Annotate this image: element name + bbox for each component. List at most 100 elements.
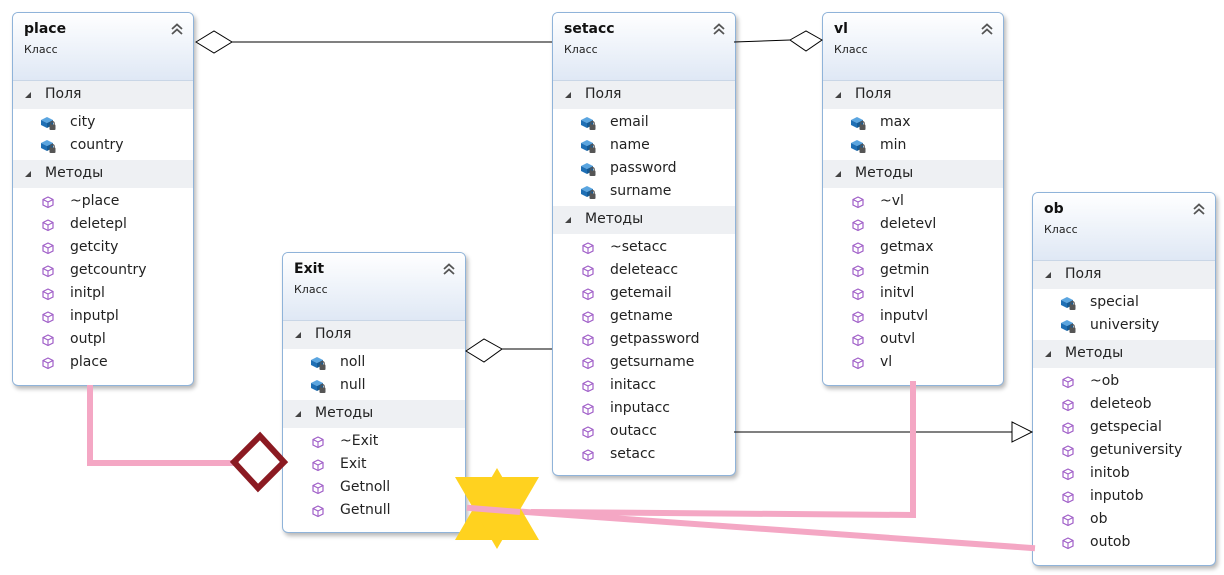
fields-section-header[interactable]: Поля: [13, 81, 193, 109]
class-kind-label: Класс: [294, 283, 328, 296]
method-item[interactable]: getemail: [553, 282, 735, 305]
method-item[interactable]: inputpl: [13, 305, 193, 328]
field-item[interactable]: special: [1033, 291, 1215, 314]
collapse-chevron-icon[interactable]: [712, 21, 726, 35]
method-item[interactable]: deletevl: [823, 213, 1003, 236]
method-item[interactable]: deleteacc: [553, 259, 735, 282]
aggregation-setacc-vl[interactable]: [733, 30, 823, 52]
aggregation-setacc-exit[interactable]: [465, 338, 552, 363]
field-lock-icon: [1060, 295, 1076, 311]
field-item[interactable]: city: [13, 111, 193, 134]
method-item[interactable]: getcountry: [13, 259, 193, 282]
method-cube-icon: [310, 503, 326, 519]
method-item[interactable]: ~place: [13, 190, 193, 213]
field-item[interactable]: country: [13, 134, 193, 157]
association-setacc-ob[interactable]: [734, 421, 1034, 443]
method-item[interactable]: setacc: [553, 443, 735, 466]
method-item[interactable]: ob: [1033, 508, 1215, 531]
methods-section-header[interactable]: Методы: [283, 400, 465, 428]
field-item[interactable]: password: [553, 157, 735, 180]
method-item[interactable]: ~Exit: [283, 430, 465, 453]
expand-triangle-icon[interactable]: [1045, 272, 1051, 278]
method-item[interactable]: initvl: [823, 282, 1003, 305]
method-item[interactable]: initob: [1033, 462, 1215, 485]
method-cube-icon: [1060, 420, 1076, 436]
field-item[interactable]: university: [1033, 314, 1215, 337]
method-item[interactable]: getpassword: [553, 328, 735, 351]
field-name: password: [610, 160, 677, 176]
collapse-chevron-icon[interactable]: [442, 261, 456, 275]
method-item[interactable]: ~setacc: [553, 236, 735, 259]
methods-section-header[interactable]: Методы: [13, 160, 193, 188]
method-name: getmin: [880, 262, 930, 278]
method-item[interactable]: deletepl: [13, 213, 193, 236]
collapse-chevron-icon[interactable]: [1192, 201, 1206, 215]
method-item[interactable]: Exit: [283, 453, 465, 476]
method-name: initvl: [880, 285, 915, 301]
method-item[interactable]: inputvl: [823, 305, 1003, 328]
method-item[interactable]: outob: [1033, 531, 1215, 554]
collapse-chevron-icon[interactable]: [170, 21, 184, 35]
expand-triangle-icon[interactable]: [1045, 351, 1051, 357]
expand-triangle-icon[interactable]: [835, 171, 841, 177]
method-item[interactable]: outacc: [553, 420, 735, 443]
method-cube-icon: [310, 480, 326, 496]
method-item[interactable]: ~vl: [823, 190, 1003, 213]
field-item[interactable]: name: [553, 134, 735, 157]
methods-section-header[interactable]: Методы: [823, 160, 1003, 188]
fields-section-header[interactable]: Поля: [283, 321, 465, 349]
expand-triangle-icon[interactable]: [295, 411, 301, 417]
method-item[interactable]: Getnoll: [283, 476, 465, 499]
methods-section-header[interactable]: Методы: [1033, 340, 1215, 368]
method-item[interactable]: deleteob: [1033, 393, 1215, 416]
methods-section-header[interactable]: Методы: [553, 206, 735, 234]
method-item[interactable]: place: [13, 351, 193, 374]
pink-annotation-lines: [87, 381, 1036, 552]
expand-triangle-icon[interactable]: [565, 92, 571, 98]
field-item[interactable]: max: [823, 111, 1003, 134]
method-item[interactable]: getspecial: [1033, 416, 1215, 439]
method-item[interactable]: inputacc: [553, 397, 735, 420]
expand-triangle-icon[interactable]: [25, 171, 31, 177]
expand-triangle-icon[interactable]: [565, 217, 571, 223]
method-name: deletevl: [880, 216, 937, 232]
fields-section-header[interactable]: Поля: [1033, 261, 1215, 289]
method-item[interactable]: getmin: [823, 259, 1003, 282]
method-item[interactable]: getuniversity: [1033, 439, 1215, 462]
field-item[interactable]: min: [823, 134, 1003, 157]
field-lock-icon: [580, 115, 596, 131]
method-name: initacc: [610, 377, 657, 393]
expand-triangle-icon[interactable]: [295, 332, 301, 338]
field-item[interactable]: surname: [553, 180, 735, 203]
field-item[interactable]: null: [283, 374, 465, 397]
method-item[interactable]: initacc: [553, 374, 735, 397]
method-item[interactable]: outpl: [13, 328, 193, 351]
method-item[interactable]: inputob: [1033, 485, 1215, 508]
method-item[interactable]: getmax: [823, 236, 1003, 259]
field-item[interactable]: noll: [283, 351, 465, 374]
method-cube-icon: [580, 309, 596, 325]
method-item[interactable]: outvl: [823, 328, 1003, 351]
method-item[interactable]: ~ob: [1033, 370, 1215, 393]
collapse-chevron-icon[interactable]: [980, 21, 994, 35]
fields-section-header[interactable]: Поля: [823, 81, 1003, 109]
fields-section-header[interactable]: Поля: [553, 81, 735, 109]
aggregation-place-setacc[interactable]: [195, 30, 552, 54]
method-item[interactable]: getsurname: [553, 351, 735, 374]
expand-triangle-icon[interactable]: [25, 92, 31, 98]
method-cube-icon: [1060, 489, 1076, 505]
method-item[interactable]: initpl: [13, 282, 193, 305]
method-item[interactable]: Getnull: [283, 499, 465, 522]
expand-triangle-icon[interactable]: [835, 92, 841, 98]
method-item[interactable]: getname: [553, 305, 735, 328]
method-item[interactable]: vl: [823, 351, 1003, 374]
method-name: getemail: [610, 285, 672, 301]
method-item[interactable]: getcity: [13, 236, 193, 259]
field-item[interactable]: email: [553, 111, 735, 134]
